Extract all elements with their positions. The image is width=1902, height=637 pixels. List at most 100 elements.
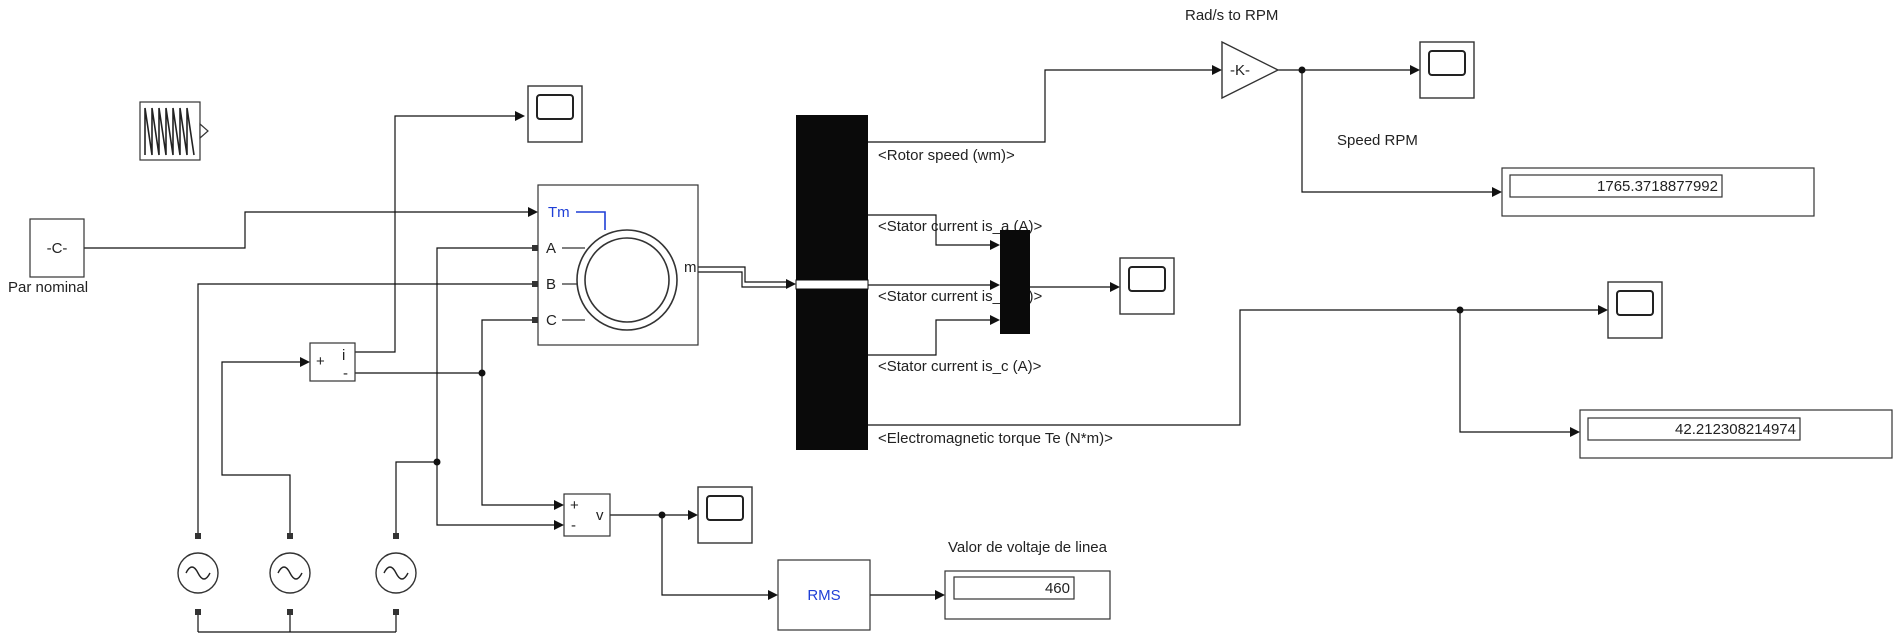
signal-stator-c: <Stator current is_c (A)> [878, 358, 1042, 375]
wire-phase-c [355, 319, 535, 374]
bus-selector-input-band [795, 279, 869, 290]
scope-torque[interactable] [1607, 281, 1663, 339]
motor-tm-link [576, 211, 606, 230]
wire-vmeter-plus [481, 373, 556, 506]
current-meter-minus: - [343, 365, 348, 382]
motor-winding-lines [562, 247, 585, 321]
motor-port-marker [532, 245, 538, 251]
signal-generator-block[interactable] [139, 101, 209, 161]
signal-generator-icon [144, 107, 195, 156]
arrow-imeter [300, 357, 310, 367]
source-port-top [287, 533, 293, 539]
ac-voltage-source-1[interactable] [177, 533, 219, 615]
motor-port-m: m [684, 259, 697, 276]
junction-dot [1298, 66, 1306, 74]
signal-rotor-speed: <Rotor speed (wm)> [878, 147, 1015, 164]
arrow-scope-stator [1110, 282, 1120, 292]
wire-v-to-rms [661, 515, 768, 596]
junctions [433, 66, 1464, 519]
wire-m-to-bus-2 [698, 271, 788, 288]
ac-voltage-source-2[interactable] [269, 533, 311, 615]
speed-display-label: Speed RPM [1337, 132, 1418, 149]
rms-block[interactable]: RMS [777, 559, 871, 631]
arrow-mux3 [990, 315, 1000, 325]
wire-current-to-scope [355, 115, 515, 353]
arrow-tm [528, 207, 538, 217]
speed-display-field [1509, 174, 1723, 198]
voltage-display-label: Valor de voltaje de linea [948, 539, 1108, 556]
gain-block[interactable]: Rad/s to RPM -K- [1185, 7, 1280, 100]
signal-torque: <Electromagnetic torque Te (N*m)> [878, 430, 1113, 447]
source-port-top [195, 533, 201, 539]
wire-gain-to-display [1301, 70, 1492, 193]
gain-value: -K- [1230, 62, 1250, 79]
motor-port-tm: Tm [548, 204, 570, 221]
source-port-bottom [287, 609, 293, 615]
wire-m-to-bus [698, 266, 788, 283]
scope-screen-icon [706, 495, 744, 521]
voltage-meter-frame [563, 493, 611, 537]
wire-vmeter-minus [436, 462, 556, 526]
junction-dot [1456, 306, 1464, 314]
mux-block[interactable] [1000, 230, 1030, 334]
scope-current[interactable] [527, 85, 583, 143]
voltage-meter-v: v [596, 507, 604, 524]
motor-port-b: B [546, 276, 556, 293]
torque-display-value: 42.212308214974 [1675, 421, 1796, 438]
scope-screen-icon [1428, 50, 1466, 76]
wire-stator-c [868, 319, 990, 356]
wires [84, 65, 1608, 633]
current-measurement-block[interactable]: + i - [309, 342, 356, 382]
wire-torque [868, 309, 1598, 426]
wire-src2-to-imeter [221, 361, 302, 535]
source-port-top [393, 533, 399, 539]
motor-port-marker [532, 281, 538, 287]
gain-triangle [1221, 40, 1280, 100]
scope-speed[interactable] [1419, 41, 1475, 99]
source-port-bottom [393, 609, 399, 615]
arrow-vmeter-minus [554, 520, 564, 530]
arrow-mux2 [990, 280, 1000, 290]
arrow-speed-display [1492, 187, 1502, 197]
rms-frame [777, 559, 871, 631]
constant-block[interactable]: -C- Par nominal [8, 218, 88, 296]
scope-screen-icon [1128, 266, 1166, 292]
wire-ground-bus [197, 612, 397, 633]
wire-phase-b [197, 283, 535, 535]
voltage-meter-minus: - [571, 517, 576, 534]
current-meter-i: i [342, 347, 345, 364]
arrow-rms [768, 590, 778, 600]
scope-voltage[interactable] [697, 486, 753, 544]
wire-src3-up [395, 461, 437, 535]
junction-dot [658, 511, 666, 519]
motor-port-marker [532, 317, 538, 323]
voltage-display-field [953, 576, 1075, 600]
speed-display-block[interactable]: Speed RPM 1765.3718877992 [1337, 132, 1815, 217]
ac-voltage-source-3[interactable] [375, 533, 417, 615]
junction-dot [433, 458, 441, 466]
ac-sine-glyph [185, 566, 211, 580]
voltage-meter-plus: + [570, 497, 579, 514]
gain-label: Rad/s to RPM [1185, 7, 1278, 24]
arrow-bus [786, 279, 796, 289]
source-port-bottom [195, 609, 201, 615]
constant-label: Par nominal [8, 279, 88, 296]
torque-display-block[interactable]: 42.212308214974 [1579, 409, 1893, 459]
voltage-measurement-block[interactable]: + - v [563, 493, 611, 537]
wire-const-to-tm [84, 211, 528, 249]
scope-screen-icon [1616, 290, 1654, 316]
motor-port-a: A [546, 240, 556, 257]
scope-stator[interactable] [1119, 257, 1175, 315]
scope-screen-icon [536, 94, 574, 120]
motor-port-c: C [546, 312, 557, 329]
induction-motor-block[interactable]: Tm A B C m [532, 184, 699, 346]
rms-label: RMS [807, 587, 840, 604]
ac-sine-glyph [383, 566, 409, 580]
arrow-torque-display [1570, 427, 1580, 437]
speed-display-value: 1765.3718877992 [1597, 178, 1718, 195]
voltage-display-block[interactable]: Valor de voltaje de linea 460 [944, 539, 1111, 620]
constant-value: -C- [47, 240, 68, 257]
voltage-display-value: 460 [1045, 580, 1070, 597]
arrow-scope-torque [1598, 305, 1608, 315]
